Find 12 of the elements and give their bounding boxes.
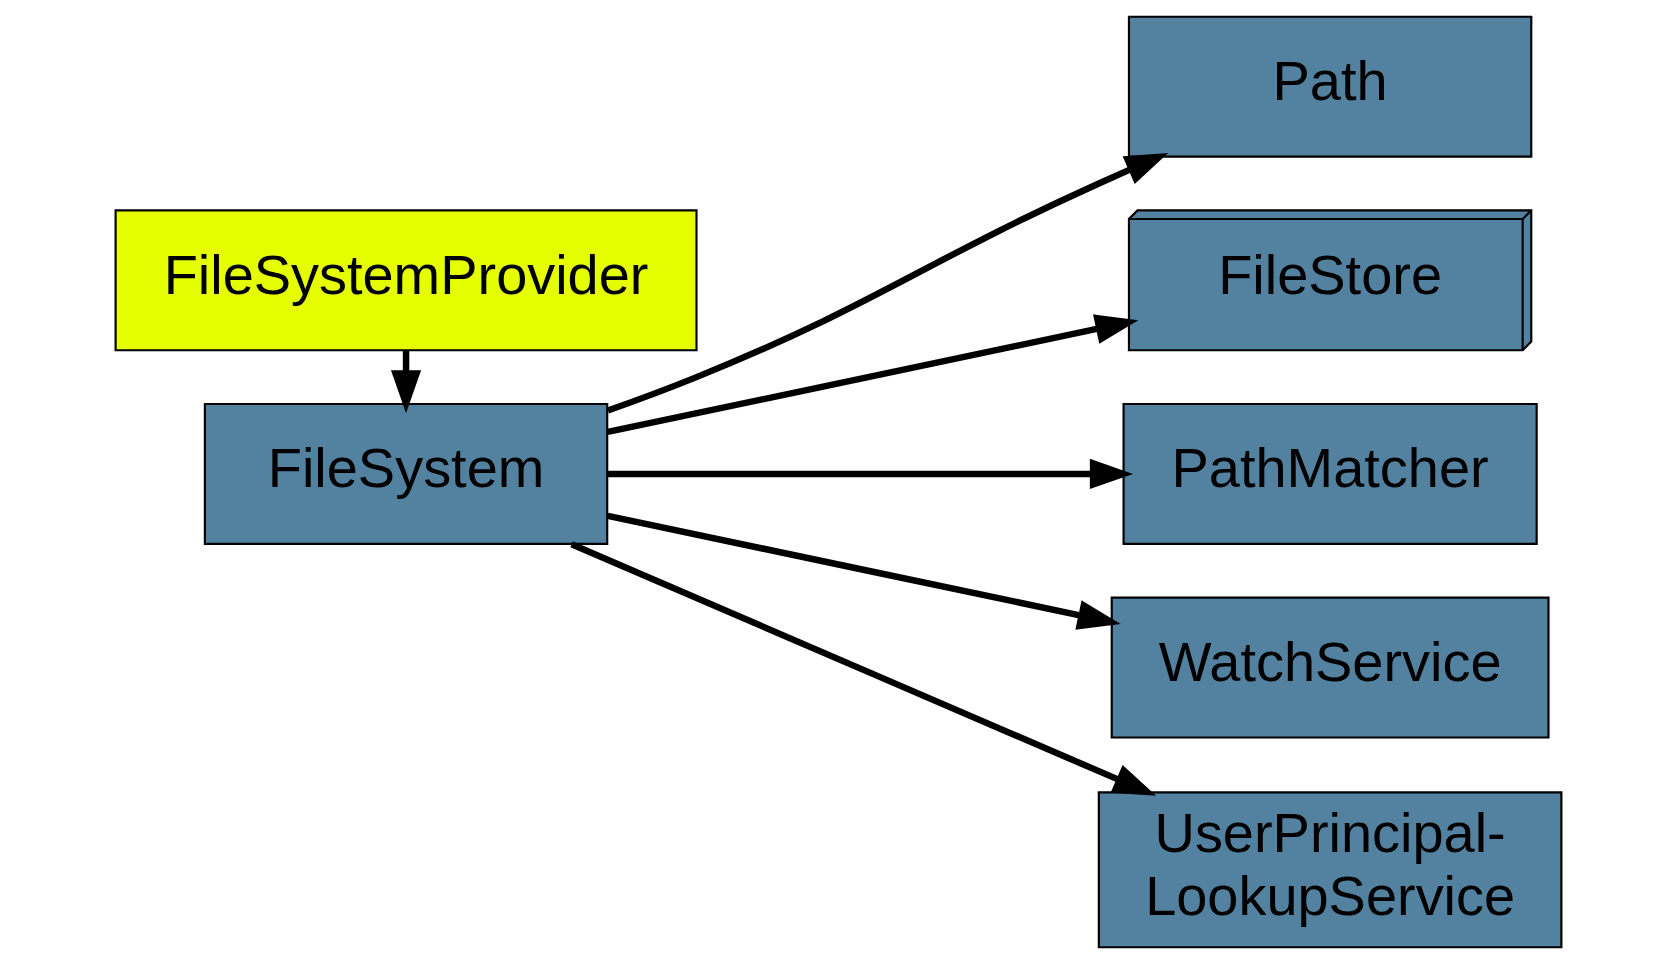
node-box: FileSystem — [203, 402, 608, 545]
node-box: UserPrincipal- LookupService — [1097, 791, 1562, 949]
arrow — [390, 350, 421, 414]
arrow — [569, 541, 1156, 796]
arrow — [606, 314, 1138, 436]
node-box: PathMatcher — [1122, 402, 1538, 545]
arrow — [607, 458, 1133, 489]
arrow — [606, 152, 1168, 414]
arrow — [606, 512, 1121, 630]
node-box: WatchService — [1110, 596, 1550, 739]
node-box: Path — [1127, 15, 1532, 158]
node-box: FileSystemProvider — [114, 209, 698, 352]
